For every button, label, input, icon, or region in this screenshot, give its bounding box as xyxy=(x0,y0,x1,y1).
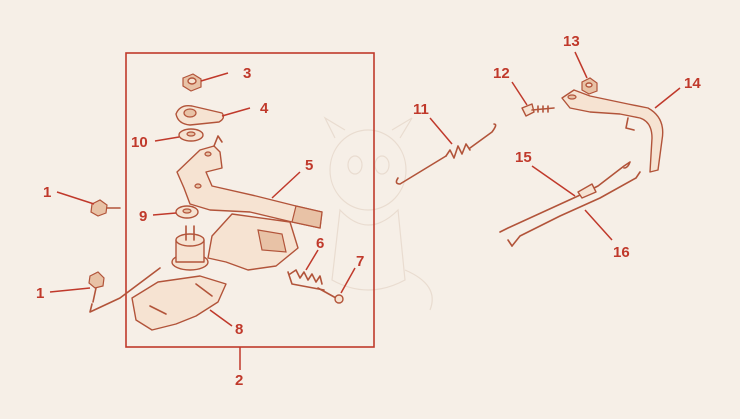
leader-13 xyxy=(574,51,588,79)
watermark-mascot xyxy=(323,116,433,311)
leader-10 xyxy=(154,136,180,142)
callout-1-lower: 1 xyxy=(36,285,44,302)
washer-plate-part-4 xyxy=(175,104,225,126)
curved-arm-part-14 xyxy=(561,89,664,173)
leader-1-upper xyxy=(56,191,95,205)
callout-10: 10 xyxy=(131,134,148,151)
washer-part-10 xyxy=(178,128,204,142)
base-plate-part-8 xyxy=(131,213,299,331)
leader-14 xyxy=(654,87,681,109)
rod-part-16 xyxy=(507,171,641,247)
callout-13: 13 xyxy=(563,33,580,50)
leader-12 xyxy=(511,81,528,106)
leader-16 xyxy=(584,209,613,241)
callout-9: 9 xyxy=(139,208,147,225)
leader-5 xyxy=(271,171,301,199)
leader-1-lower xyxy=(49,287,91,293)
rod-part-15 xyxy=(499,161,631,233)
spring-part-6 xyxy=(287,269,325,291)
callout-3: 3 xyxy=(243,65,251,82)
callout-1-upper: 1 xyxy=(43,184,51,201)
nut-part-3 xyxy=(182,73,202,92)
callout-7: 7 xyxy=(356,253,364,270)
pin-part-7 xyxy=(317,287,344,304)
assembly-frame xyxy=(125,52,375,348)
leader-4 xyxy=(221,107,251,117)
callout-15: 15 xyxy=(515,149,532,166)
callout-5: 5 xyxy=(305,157,313,174)
lever-bracket-part-5 xyxy=(176,135,323,229)
bolt-part-1-lower xyxy=(88,267,161,313)
washer-part-9 xyxy=(175,205,199,219)
leader-9 xyxy=(152,212,177,216)
leader-11 xyxy=(429,117,453,145)
callout-6: 6 xyxy=(316,235,324,252)
leader-7 xyxy=(340,267,356,294)
spring-rod-part-11 xyxy=(395,123,497,185)
leader-8 xyxy=(209,309,233,327)
callout-12: 12 xyxy=(493,65,510,82)
leader-15 xyxy=(531,165,576,197)
callout-4: 4 xyxy=(260,100,269,117)
leader-3 xyxy=(200,72,229,82)
callout-16: 16 xyxy=(613,244,630,261)
bolt-part-1-upper xyxy=(90,199,121,217)
nut-part-13 xyxy=(581,77,598,95)
callout-8: 8 xyxy=(235,321,243,338)
screw-part-12 xyxy=(521,103,555,117)
callout-2: 2 xyxy=(235,372,243,389)
callout-14: 14 xyxy=(684,75,701,92)
leader-6 xyxy=(305,249,319,271)
callout-11: 11 xyxy=(413,101,429,118)
